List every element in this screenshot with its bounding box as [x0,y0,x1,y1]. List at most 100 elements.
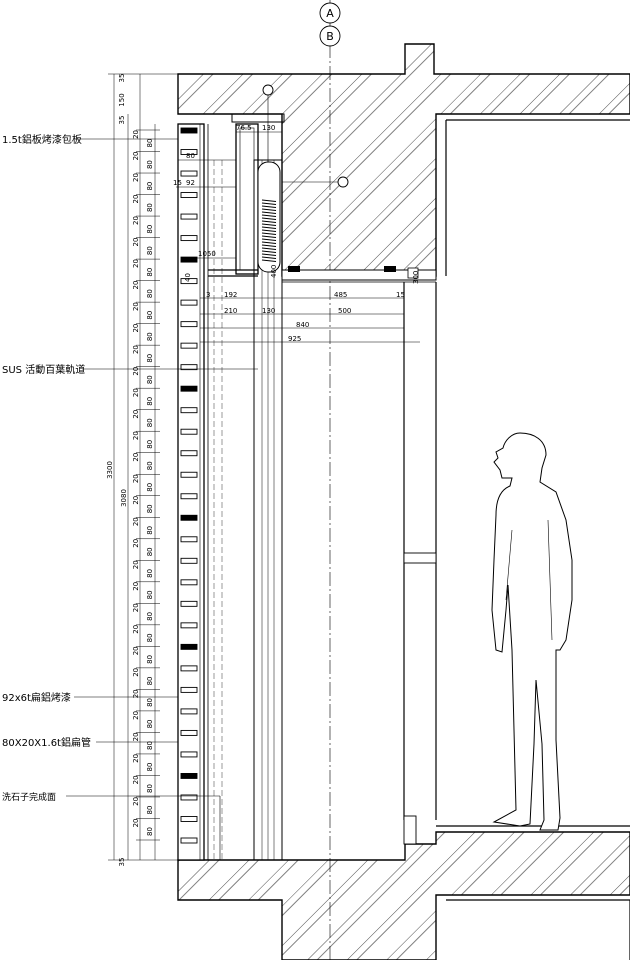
pitch-dim-80: 80 [146,418,154,427]
coil-line [261,238,277,241]
pitch-dim-20: 20 [132,281,140,290]
dim-210: 210 [224,307,237,315]
pitch-dim-20: 20 [132,646,140,655]
pitch-dim-80: 80 [146,741,154,750]
grid-marker-a [319,2,341,24]
pitch-dim-80: 80 [146,763,154,772]
left-dim-ticks [136,129,160,841]
pitch-dim-20: 20 [132,689,140,698]
pitch-dim-80: 80 [146,612,154,621]
dim-top-150: 150 [118,93,126,106]
louver-blade [180,579,198,586]
coil-line [261,253,277,256]
pitch-dim-80: 80 [146,182,154,191]
dim-top-35b: 35 [118,116,126,125]
louver-pitch-dims: 80 20 80 20 80 20 80 20 80 20 80 20 80 20 80 20 80 20 80 20… [132,130,154,836]
pitch-dim-20: 20 [132,173,140,182]
pitch-dim-20: 20 [132,259,140,268]
hanger-bolt-top [262,84,274,96]
dim-1050: 1050 [198,250,216,258]
pitch-dim-20: 20 [132,517,140,526]
pitch-dim-20: 20 [132,818,140,827]
dim-total-height: 3300 [106,461,114,479]
louver-blade [180,686,198,693]
louver-blade [180,342,198,349]
callout-flat-bar: 92x6t扁鋁烤漆 [2,691,71,704]
pitch-dim-80: 80 [146,720,154,729]
pitch-dim-80: 80 [146,698,154,707]
dim-15: 15 [173,179,182,187]
human-scale-figure [491,432,573,831]
pitch-dim-20: 20 [132,474,140,483]
coil-line [261,226,277,229]
louver-blade [180,665,198,672]
pitch-dim-20: 20 [132,302,140,311]
louver-blade [180,256,198,263]
louver-blade [180,837,198,844]
dim-500: 500 [338,307,351,315]
spring-coil [257,84,349,273]
callout-finish: 洗石子完成面 [2,791,56,803]
coil-line [261,214,277,217]
pitch-dim-80: 80 [146,483,154,492]
coil-lines [261,199,277,262]
pitch-dim-20: 20 [132,410,140,419]
callout-panel: 1.5t鋁板烤漆包板 [2,133,82,146]
louver-blade [180,299,198,306]
coil-line [261,208,277,211]
louver-blade [180,557,198,564]
pitch-dim-80: 80 [146,569,154,578]
pitch-dim-80: 80 [146,289,154,298]
coil-line [261,235,277,238]
louver-blade [180,385,198,392]
dim-80: 80 [186,152,195,160]
dim-192: 192 [224,291,237,299]
dim-92: 92 [186,179,195,187]
coil-line [261,247,277,250]
callouts: 1.5t鋁板烤漆包板 SUS 活動百葉軌道 92x6t扁鋁烤漆 80X20X1.… [2,133,258,860]
pitch-dim-80: 80 [146,354,154,363]
coil-line [261,256,277,259]
pitch-dim-80: 80 [146,547,154,556]
louver-blade [180,794,198,801]
pitch-dim-80: 80 [146,784,154,793]
pitch-dim-20: 20 [132,754,140,763]
coil-line [261,244,277,247]
dim-485: 485 [334,291,347,299]
louver-blade [180,536,198,543]
louver-blade [180,600,198,607]
louver-blade [180,170,198,177]
louver-panel [177,123,223,861]
grid-markers: A B [319,0,341,960]
pitch-dim-20: 20 [132,388,140,397]
louver-blade [180,773,198,779]
pitch-dim-80: 80 [146,676,154,685]
pitch-dim-20: 20 [132,582,140,591]
pitch-dim-80: 80 [146,332,154,341]
grid-marker-b [319,25,341,47]
callout-track: SUS 活動百葉軌道 [2,363,85,376]
dim-400: 400 [270,265,278,278]
pitch-dim-20: 20 [132,539,140,548]
pitch-dim-80: 80 [146,633,154,642]
pitch-dim-20: 20 [132,732,140,741]
pitch-dim-20: 20 [132,216,140,225]
pitch-dim-80: 80 [146,225,154,234]
dim-76-5: 76.5 [236,124,252,132]
dim-3: 3 [206,291,210,299]
pitch-dim-20: 20 [132,560,140,569]
louver-blade [180,149,198,155]
pitch-dim-80: 80 [146,139,154,148]
pitch-dim-20: 20 [132,453,140,462]
louver-blade [180,192,198,198]
pitch-dim-20: 20 [132,367,140,376]
louver-blade [180,514,198,521]
dim-300: 300 [412,271,420,284]
louver-blade [180,407,198,414]
louver-blade [180,751,198,758]
louver-blade [180,213,198,220]
coil-line [261,217,277,220]
pitch-dim-80: 80 [146,397,154,406]
pitch-dim-80: 80 [146,375,154,384]
pitch-dim-20: 20 [132,668,140,677]
